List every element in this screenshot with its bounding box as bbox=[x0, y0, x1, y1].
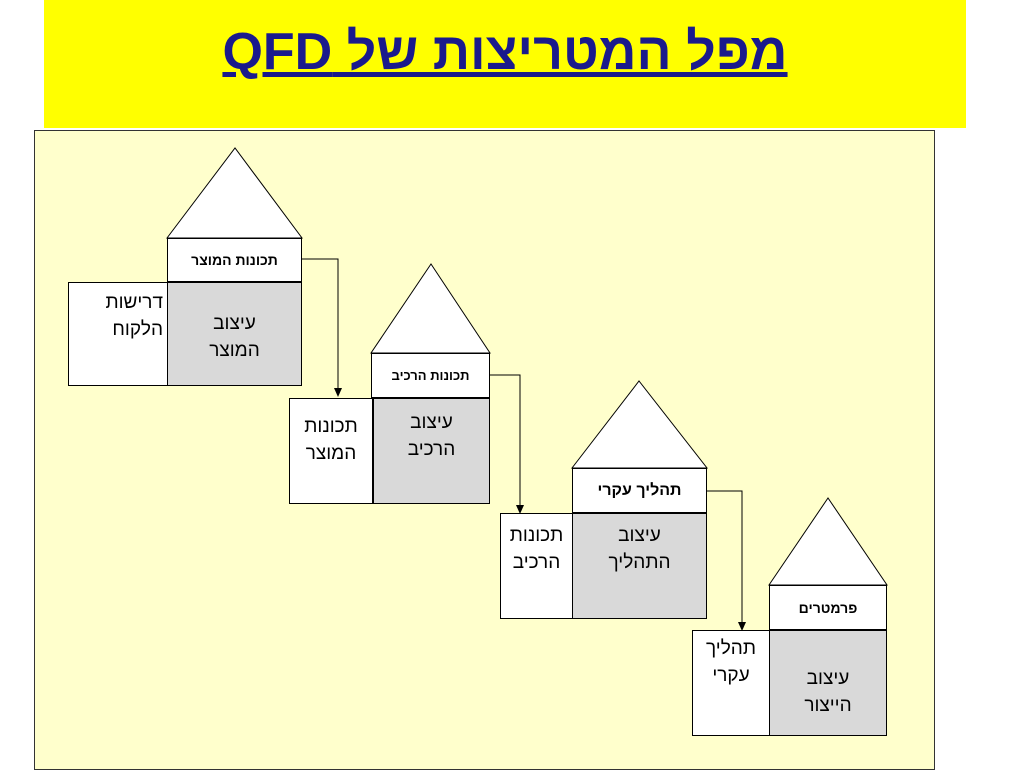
house-4-input-line-2: עקרי bbox=[712, 665, 750, 686]
house-1-input-line-1: דרישות bbox=[105, 292, 163, 313]
house-3-header-label: תהליך עקרי bbox=[597, 481, 682, 499]
house-3-design-line-2: התהליך bbox=[608, 552, 671, 573]
house-2-input-line-1: תכונות bbox=[304, 416, 358, 437]
connector-1-to-2 bbox=[302, 258, 342, 397]
house-2-design-line-1: עיצוב bbox=[410, 412, 453, 433]
house-3-header: תהליך עקרי bbox=[572, 468, 707, 513]
house-1-design-cell: עיצוב המוצר bbox=[167, 282, 302, 386]
house-1-input-line-2: הלקוח bbox=[112, 319, 163, 340]
house-1-design-line-2: המוצר bbox=[209, 340, 260, 361]
house-4-roof bbox=[768, 497, 888, 586]
house-1-design-line-1: עיצוב bbox=[213, 313, 256, 334]
house-2-design-cell: עיצוב הרכיב bbox=[373, 398, 490, 504]
house-4-input-cell: תהליך עקרי bbox=[692, 630, 770, 736]
house-4-design-line-1: עיצוב bbox=[806, 668, 850, 689]
house-2-header: תכונות הרכיב bbox=[371, 353, 490, 398]
house-3-input-cell: תכונות הרכיב bbox=[500, 513, 573, 619]
house-4-header: פרמטרים bbox=[769, 585, 887, 630]
house-2-input-line-2: המוצר bbox=[305, 443, 357, 464]
house-3-design-line-1: עיצוב bbox=[618, 525, 661, 546]
house-4-input-line-1: תהליך bbox=[706, 638, 756, 659]
house-3-roof bbox=[570, 380, 709, 469]
house-3-design-cell: עיצוב התהליך bbox=[572, 513, 707, 619]
house-3-input-line-2: הרכיב bbox=[512, 552, 561, 573]
connector-3-to-4 bbox=[707, 490, 746, 631]
house-2-header-label: תכונות הרכיב bbox=[391, 368, 470, 383]
house-2-input-cell: תכונות המוצר bbox=[289, 398, 373, 504]
connector-2-to-3 bbox=[490, 374, 524, 514]
house-1-roof bbox=[165, 147, 303, 239]
house-2-roof bbox=[370, 263, 491, 354]
house-1-header-label: תכונות המוצר bbox=[191, 252, 278, 268]
house-4-design-cell: עיצוב הייצור bbox=[769, 630, 887, 736]
house-1-input-cell: דרישות הלקוח bbox=[68, 282, 168, 386]
house-4-design-line-2: הייצור bbox=[804, 695, 852, 716]
house-3-input-line-1: תכונות bbox=[509, 525, 564, 546]
slide-title: מפל המטריצות של QFD bbox=[222, 23, 788, 81]
house-1-header: תכונות המוצר bbox=[167, 238, 302, 282]
title-bar: מפל המטריצות של QFD bbox=[44, 0, 966, 128]
house-2-design-line-2: הרכיב bbox=[407, 439, 456, 460]
house-4-header-label: פרמטרים bbox=[798, 599, 858, 616]
